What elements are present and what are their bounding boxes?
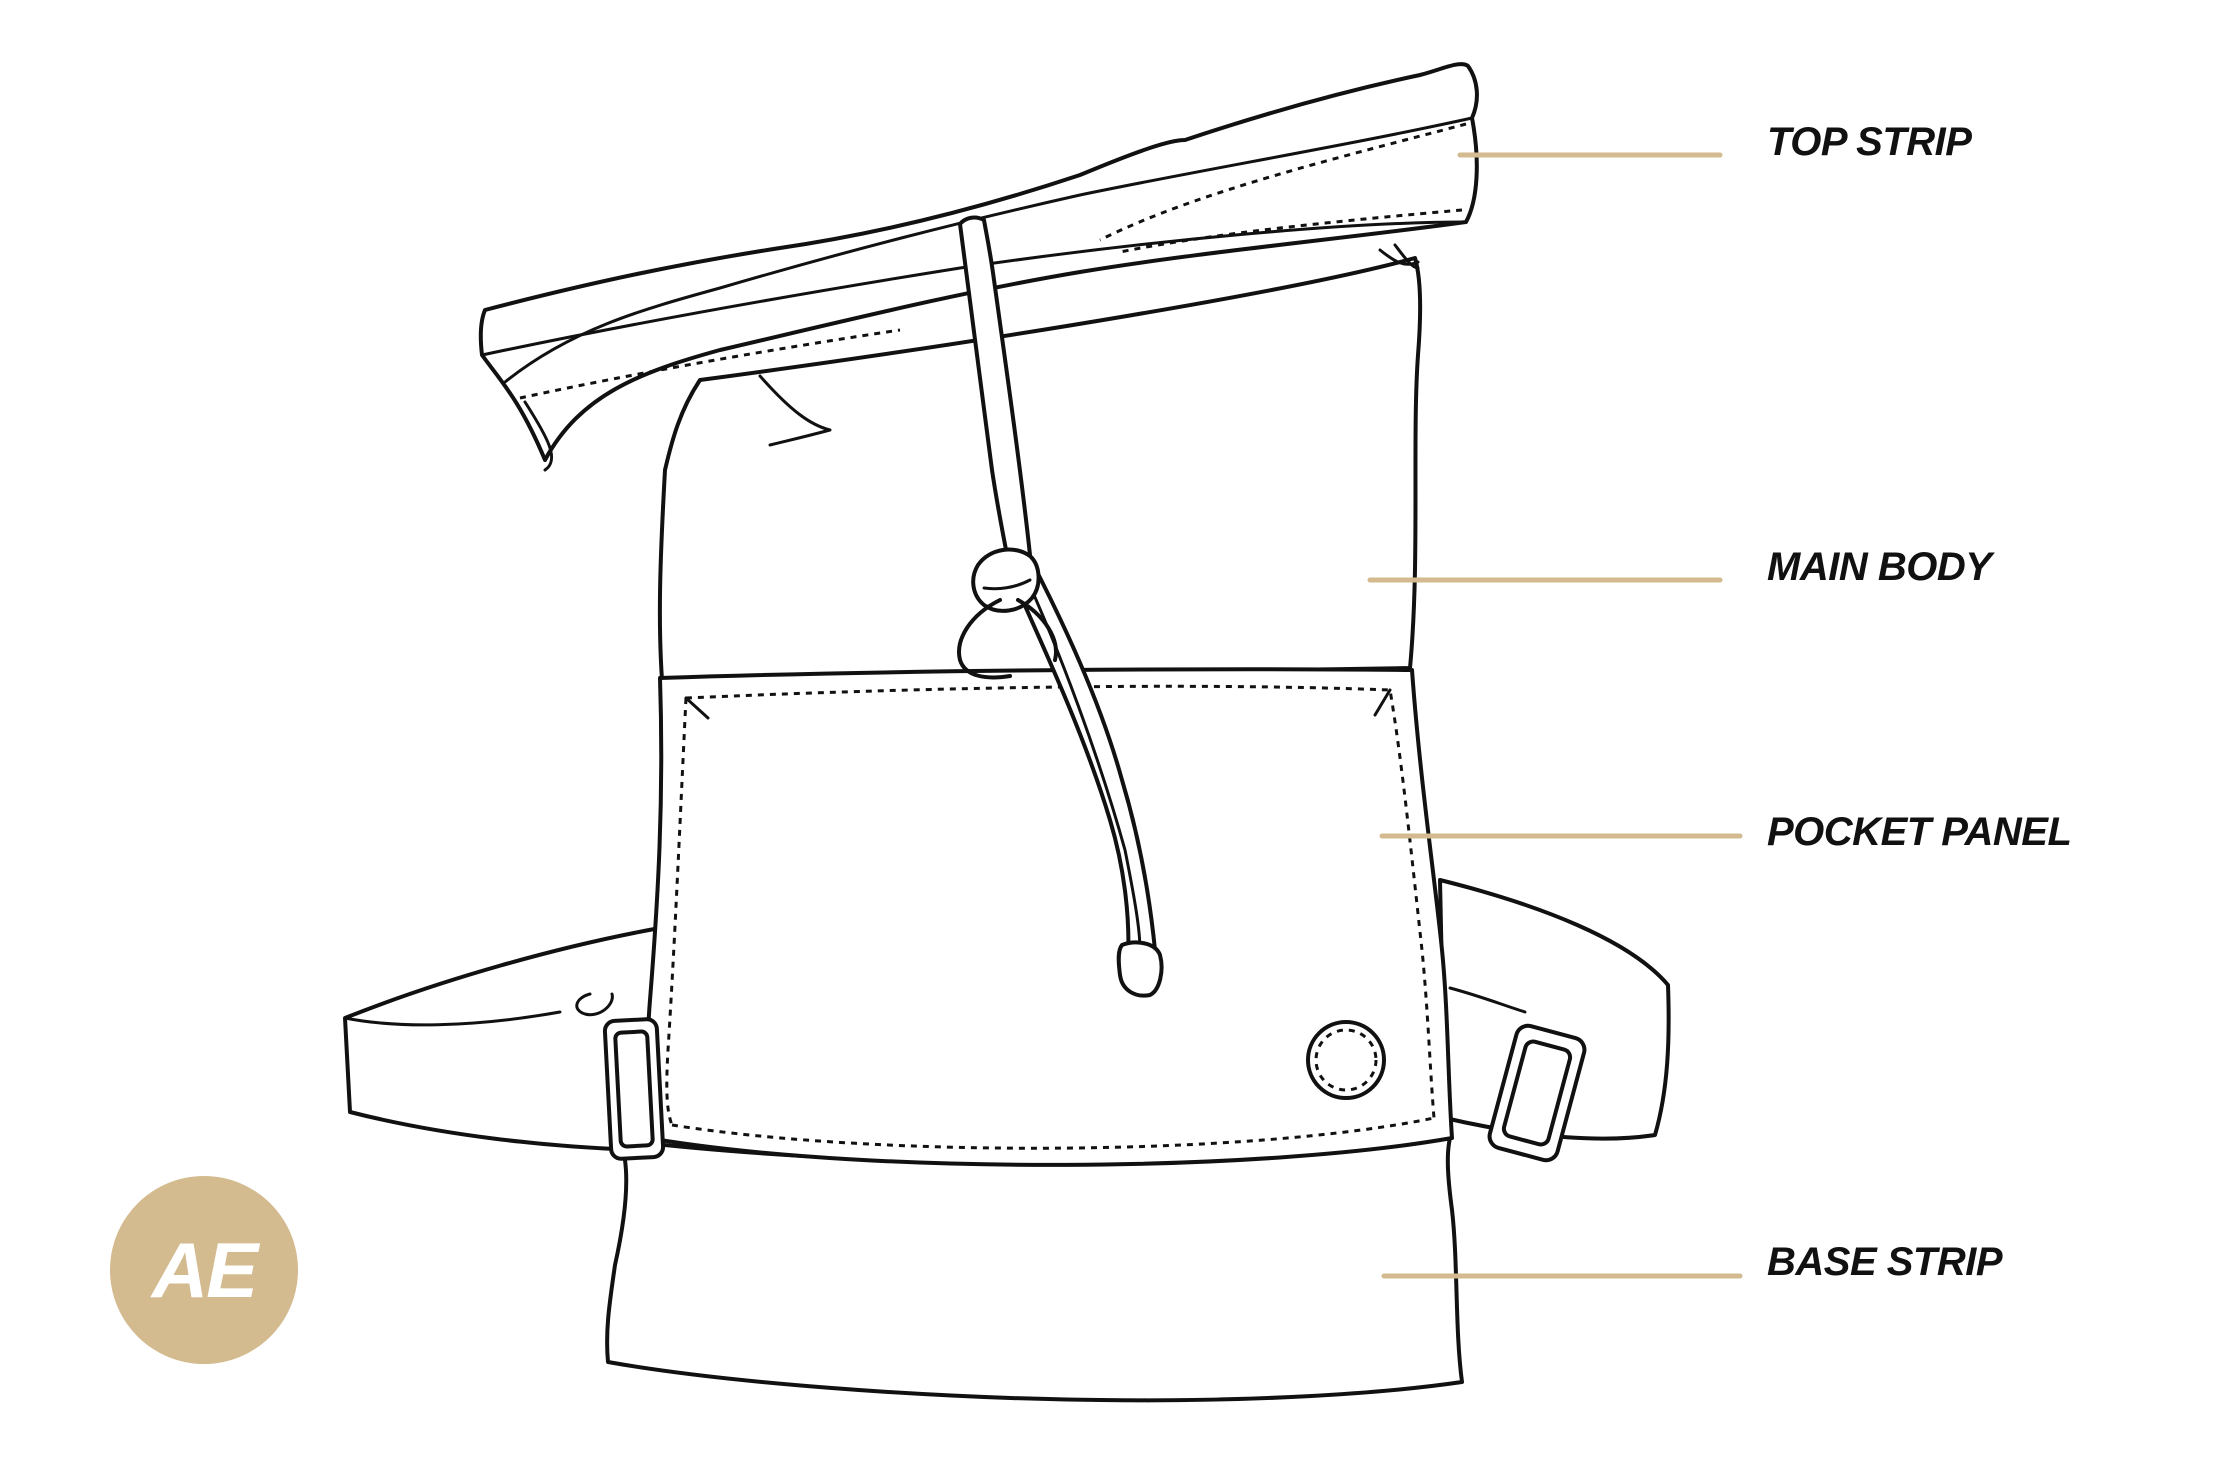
brand-logo: AE (110, 1176, 298, 1364)
main-body-panel (657, 243, 1423, 682)
left-side-strap (343, 926, 662, 1152)
left-buckle (602, 1017, 666, 1161)
snap-button (1306, 1020, 1386, 1100)
drawstring-cord (957, 215, 1164, 998)
right-buckle (1487, 1023, 1587, 1163)
base-strip-panel (605, 1136, 1464, 1403)
label-main-body: MAIN BODY (1767, 545, 1992, 589)
label-top-strip: TOP STRIP (1767, 120, 1972, 164)
brand-logo-text: AE (151, 1225, 258, 1314)
label-base-strip: BASE STRIP (1767, 1240, 2003, 1284)
pocket-panel (646, 667, 1454, 1167)
label-pocket-panel: POCKET PANEL (1767, 810, 2072, 854)
